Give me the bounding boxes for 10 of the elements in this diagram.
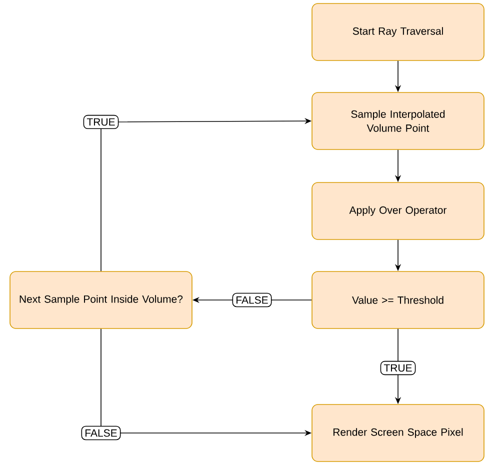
edge-label: TRUE	[83, 114, 119, 130]
process-box: Apply Over Operator	[312, 182, 484, 240]
process-box: Value >= Threshold	[312, 271, 484, 329]
edge-label: FALSE	[232, 292, 272, 308]
process-box: Start Ray Traversal	[312, 3, 484, 61]
process-box: Next Sample Point Inside Volume?	[10, 271, 192, 329]
process-box: Sample Interpolated Volume Point	[312, 92, 484, 150]
process-box: Render Screen Space Pixel	[312, 404, 484, 462]
edge-label: TRUE	[380, 360, 416, 376]
edge-label: FALSE	[81, 426, 121, 440]
